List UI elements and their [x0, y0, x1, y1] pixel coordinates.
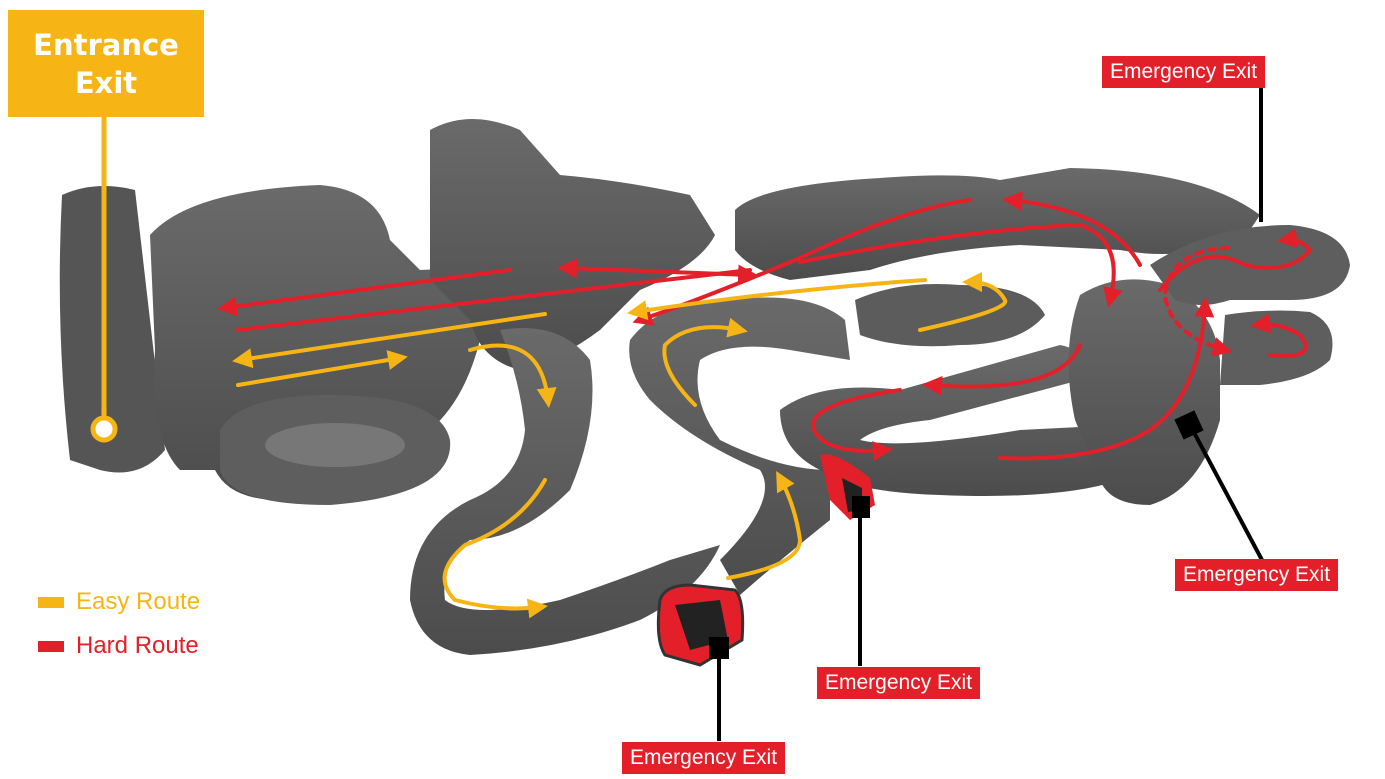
legend-easy-label: Easy Route [76, 588, 200, 616]
left-loop-hole [265, 423, 405, 467]
legend: Easy Route Hard Route [38, 580, 200, 668]
emergency-exit-label-middle: Emergency Exit [817, 667, 980, 699]
right-lower-finger [1220, 311, 1333, 385]
exit-gate-bottom [658, 585, 742, 665]
legend-easy-route: Easy Route [38, 580, 200, 624]
legend-hard-route: Hard Route [38, 624, 200, 668]
mid-right-blob [855, 284, 1045, 346]
legend-hard-swatch [38, 641, 64, 652]
entrance-exit-label: Entrance Exit [8, 10, 204, 117]
entrance-text: Entrance [33, 26, 179, 64]
legend-easy-swatch [38, 597, 64, 608]
emergency-exit-label-top-right: Emergency Exit [1102, 56, 1265, 88]
exit-text: Exit [75, 64, 137, 102]
legend-hard-label: Hard Route [76, 632, 199, 660]
emergency-exit-label-bottom: Emergency Exit [622, 742, 785, 774]
emergency-exit-label-right: Emergency Exit [1175, 559, 1338, 591]
cave-body [60, 119, 1350, 655]
